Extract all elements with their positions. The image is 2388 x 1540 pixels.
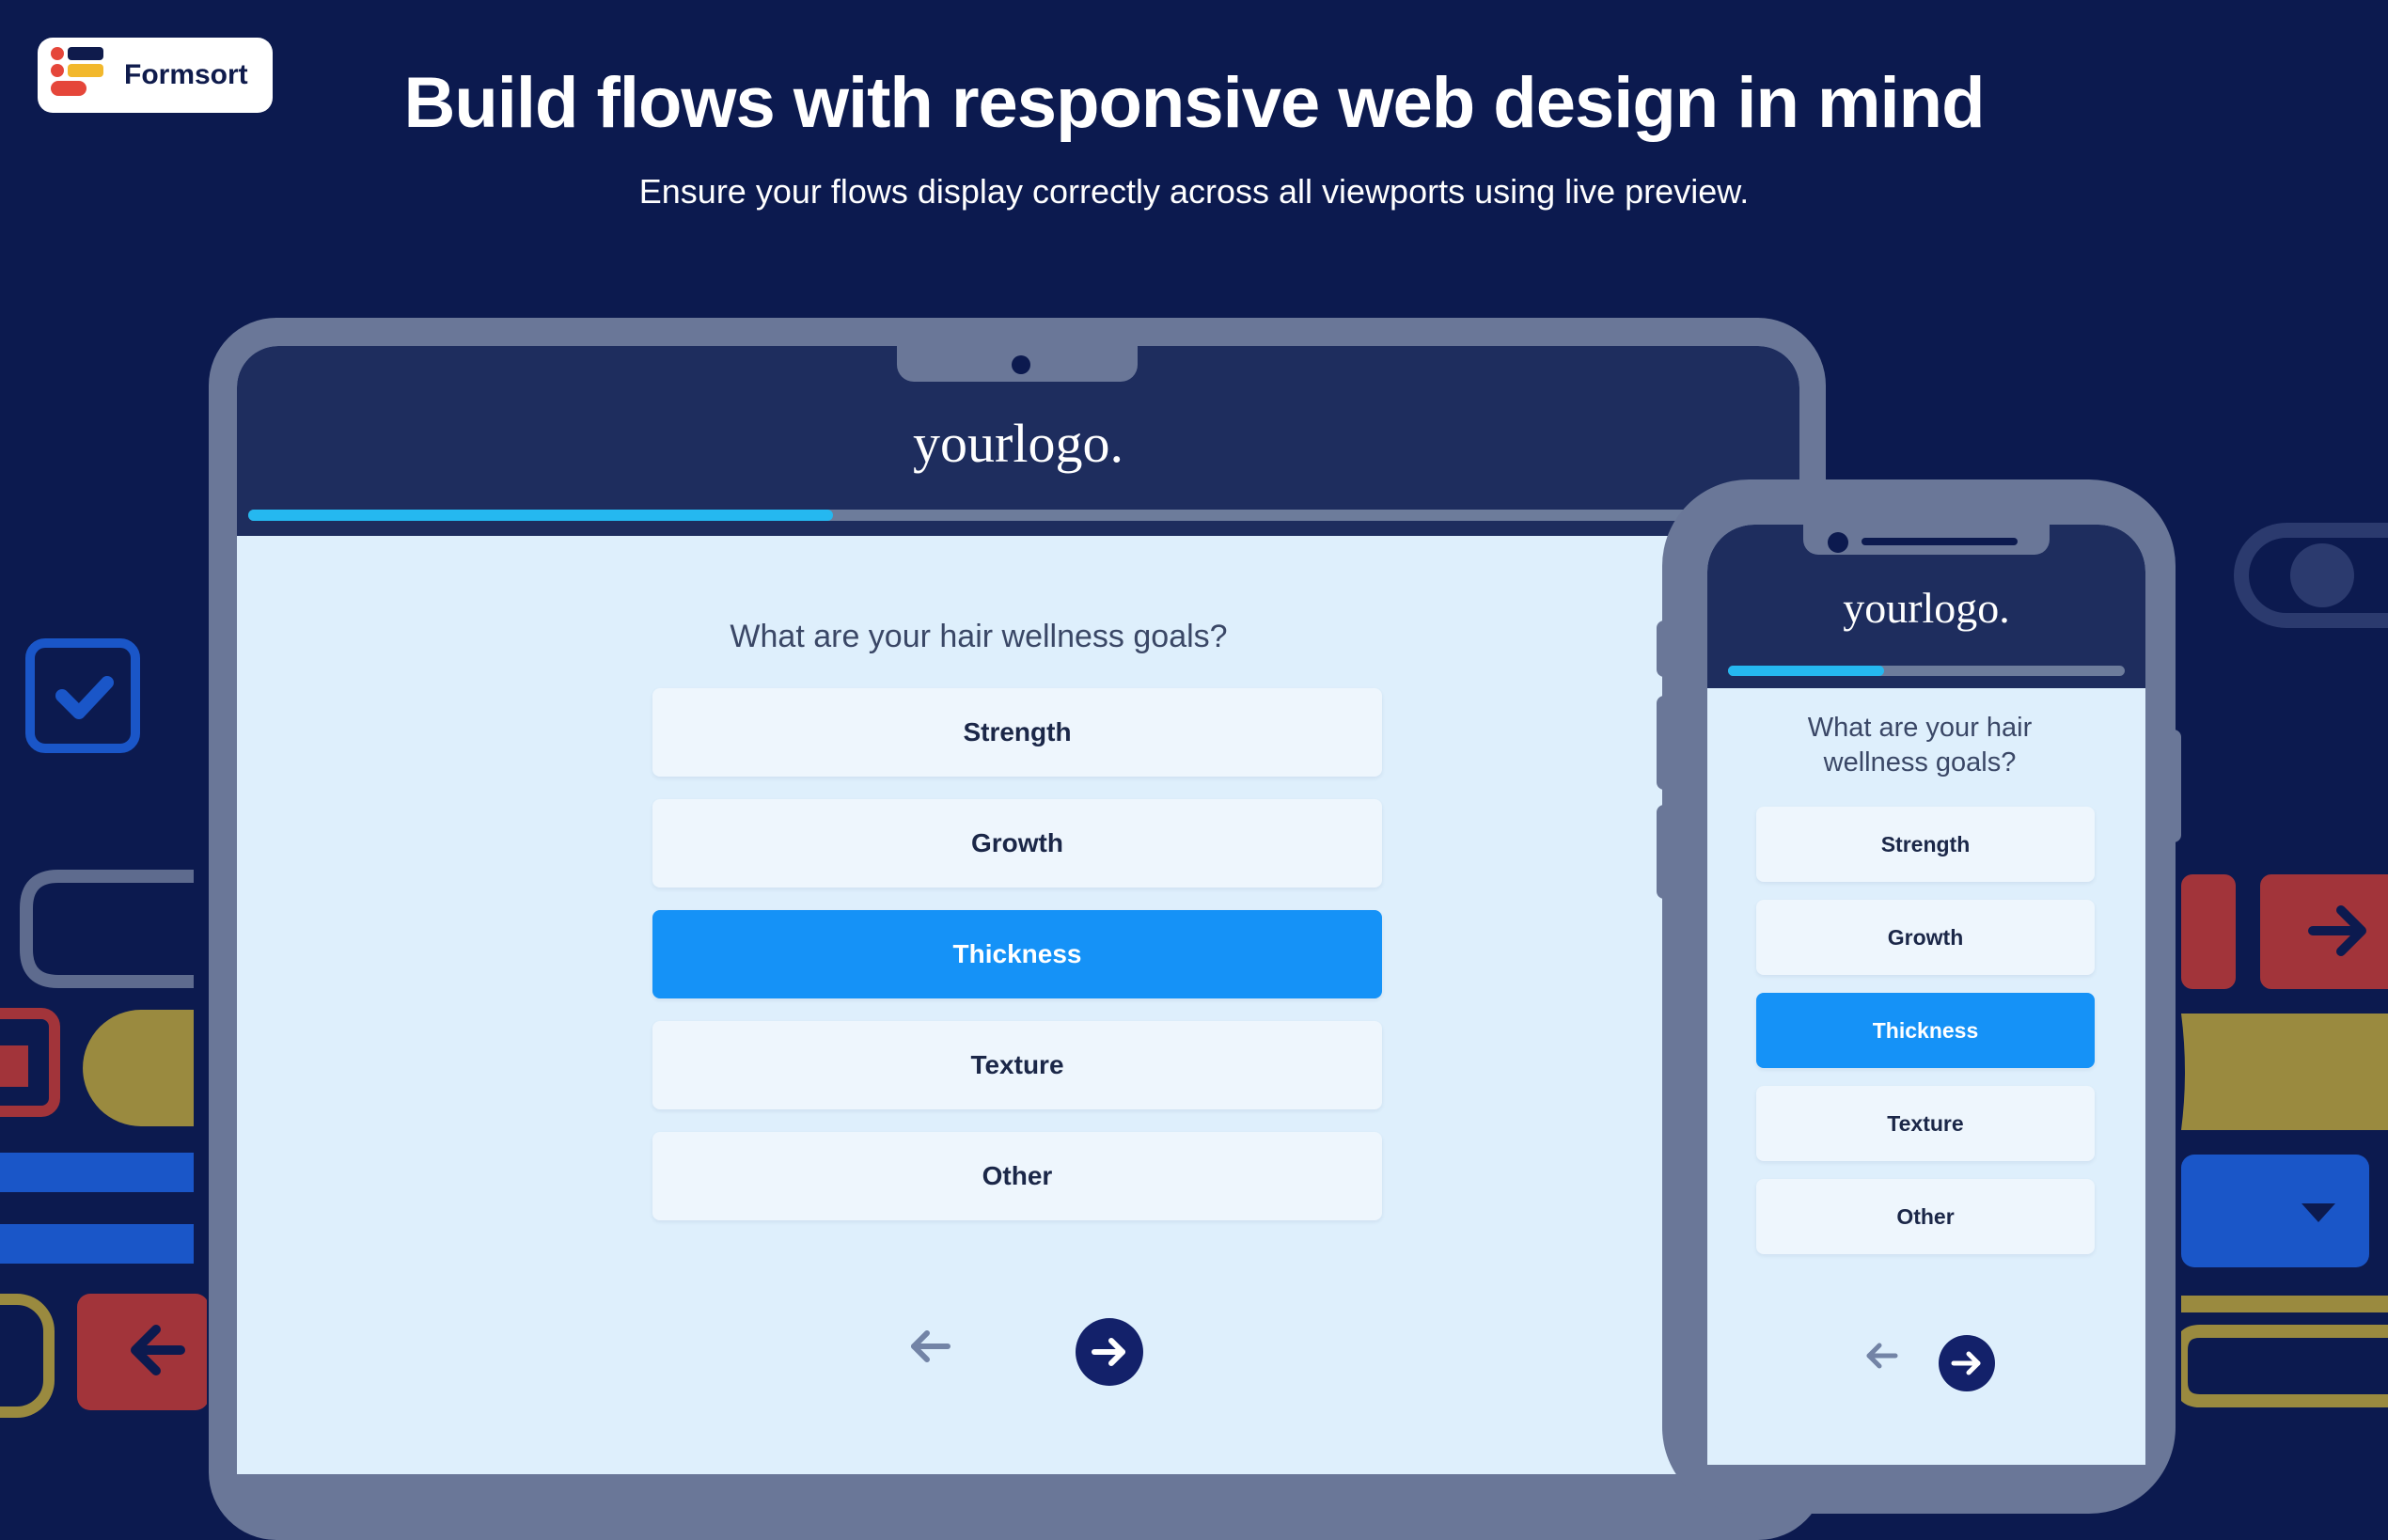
arrow-left-icon [131, 1325, 185, 1375]
phone-option-strength[interactable]: Strength [1756, 807, 2095, 882]
tablet-progress-fill [248, 510, 833, 521]
dropdown-caret-icon [2302, 1203, 2335, 1222]
phone-next-button[interactable] [1939, 1335, 1995, 1391]
arrow-right-icon [2308, 905, 2366, 956]
phone-back-button[interactable] [1862, 1335, 1903, 1376]
page-headline: Build flows with responsive web design i… [403, 63, 1985, 143]
toggle-icon [2234, 523, 2388, 628]
phone-speaker [1862, 538, 2018, 545]
phone-option-other[interactable]: Other [1756, 1179, 2095, 1254]
decor-left [0, 638, 207, 1418]
tablet-screen: yourlogo. What are your hair wellness go… [237, 346, 1799, 1474]
tablet-option-other[interactable]: Other [652, 1132, 1382, 1220]
arrow-right-icon [1092, 1338, 1125, 1366]
arrow-right-icon [1951, 1351, 1981, 1375]
tablet-camera [1012, 355, 1030, 374]
phone-option-growth[interactable]: Growth [1756, 900, 2095, 975]
tablet-next-button[interactable] [1076, 1318, 1143, 1386]
formsort-logo-icon [51, 47, 107, 103]
tablet-option-growth[interactable]: Growth [652, 799, 1382, 888]
brand-badge[interactable]: Formsort [38, 38, 273, 113]
phone-logo: yourlogo. [1843, 584, 2010, 632]
phone-option-texture[interactable]: Texture [1756, 1086, 2095, 1161]
phone-question: What are your hair wellness goals? [1807, 713, 2033, 778]
arrow-left-icon [911, 1330, 950, 1362]
tablet-logo: yourlogo. [913, 413, 1123, 474]
phone-camera [1828, 532, 1848, 553]
brand-name: Formsort [124, 59, 248, 90]
tablet-progress-bar [248, 510, 1790, 521]
tablet-question: What are your hair wellness goals? [730, 619, 1228, 654]
tablet-option-texture[interactable]: Texture [652, 1021, 1382, 1109]
phone-form-header: yourlogo. [1707, 525, 2145, 688]
phone-option-thickness[interactable]: Thickness [1756, 993, 2095, 1068]
phone-progress-bar [1728, 666, 2125, 676]
tablet-option-strength[interactable]: Strength [652, 688, 1382, 777]
phone-progress-fill [1728, 666, 1884, 676]
arrow-left-icon [1866, 1343, 1898, 1369]
tablet-form-header: yourlogo. [237, 346, 1799, 536]
tablet-back-button[interactable] [903, 1318, 959, 1375]
checkbox-icon [25, 638, 140, 753]
page-subheadline: Ensure your flows display correctly acro… [638, 172, 1750, 211]
phone-screen: yourlogo. What are your hair wellness go… [1707, 525, 2145, 1465]
decor-right [2181, 523, 2388, 1407]
tablet-option-thickness[interactable]: Thickness [652, 910, 1382, 998]
